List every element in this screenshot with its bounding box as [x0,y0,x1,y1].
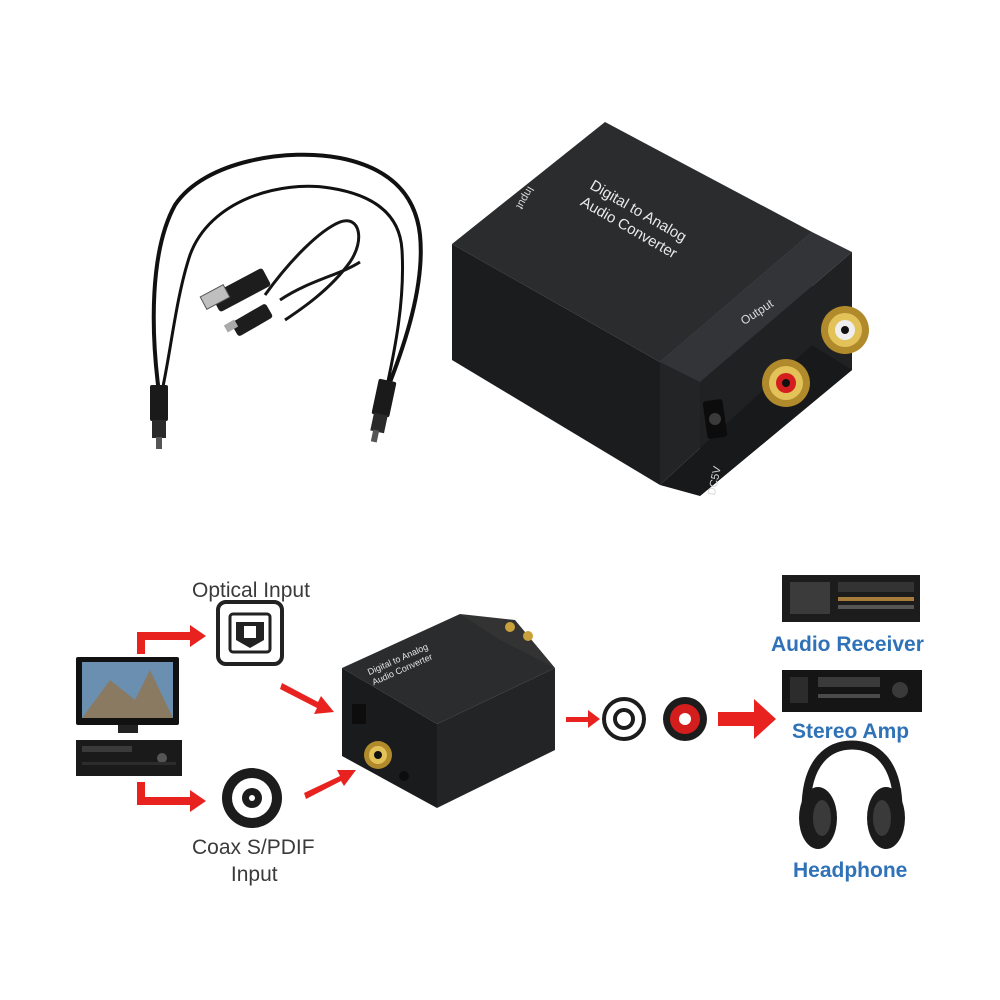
device-label-headphone: Headphone [793,859,908,882]
audio-receiver-icon [782,575,920,622]
rca-red-jack [762,359,810,407]
stereo-amp-icon [782,670,922,712]
coax-port-icon [222,768,282,828]
optical-plug-left [150,385,168,449]
arrow-coax-to-box [304,770,356,799]
micro-usb-plug [223,304,273,336]
arrow-rca-to-devices [718,699,776,739]
optical-input-label: Optical Input [192,579,310,602]
rca-white-output-icon [602,697,646,741]
coax-input-label-line1: Coax S/PDIF [192,836,315,859]
optical-port-icon [216,600,284,666]
optical-plug-right [370,378,397,443]
device-label-audio-receiver: Audio Receiver [771,633,924,656]
arrow-dvd-to-coax [137,782,206,812]
usb-cable [263,219,361,322]
converter-box [452,122,869,496]
coax-input-label-line2: Input [230,863,278,886]
headphone-icon [799,740,905,849]
arrow-box-to-rca [566,710,600,728]
optical-cable [151,152,423,402]
tv-icon [76,657,179,733]
arrow-tv-to-optical [137,625,206,654]
small-converter-box [342,614,555,808]
rca-red-output-icon [663,697,707,741]
usb-plug [199,268,271,312]
dvd-player-icon [76,740,182,776]
device-label-stereo-amp: Stereo Amp [792,720,910,743]
arrow-optical-to-box [280,683,334,714]
rca-white-jack [821,306,869,354]
coax-input-label: Coax S/PDIF Input [192,834,315,888]
coax-gold-jack [364,741,392,769]
